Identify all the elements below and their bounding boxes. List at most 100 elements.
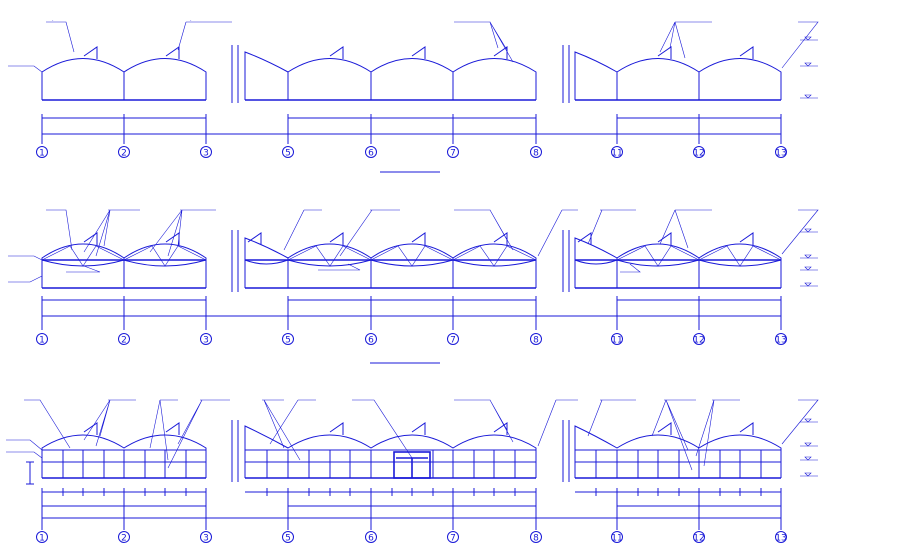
roof-vent	[493, 232, 508, 245]
axis-bubble: 11	[611, 531, 623, 544]
roof-vent	[739, 422, 754, 435]
axis-bubble: 2	[118, 146, 130, 159]
roof-profile-middle	[244, 425, 537, 478]
elevation-drawing-2: 1 2 3 5 6 7 8 11 12 13	[8, 209, 819, 364]
grid-axis-row: 1 2 3 5 6 7 8 11 12 13	[36, 531, 787, 544]
svg-text:7: 7	[450, 149, 456, 159]
svg-text:6: 6	[368, 149, 374, 159]
svg-text:12: 12	[693, 149, 704, 159]
annotation-leaders	[8, 209, 819, 283]
axis-bubble: 1	[36, 531, 48, 544]
roof-vent	[83, 46, 98, 59]
svg-text:13: 13	[775, 336, 786, 346]
axis-bubble: 12	[693, 146, 705, 159]
axis-bubble: 7	[447, 333, 459, 346]
roof-vent	[329, 46, 344, 59]
roof-vent	[411, 46, 426, 59]
svg-text:11: 11	[611, 534, 622, 544]
axis-bubble: 7	[447, 146, 459, 159]
axis-bubble: 1	[36, 333, 48, 346]
roof-vent	[329, 232, 344, 245]
annotation-leaders	[8, 21, 819, 73]
svg-text:12: 12	[693, 534, 704, 544]
svg-text:8: 8	[533, 534, 539, 544]
roof-vent	[329, 422, 344, 435]
svg-text:.: .	[52, 17, 54, 23]
dimension-lines	[41, 488, 782, 530]
roof-vent	[577, 232, 592, 245]
axis-bubble: 6	[365, 531, 377, 544]
elevation-drawing-1: .. 1 2 3	[8, 17, 819, 173]
axis-bubble: 12	[693, 333, 705, 346]
svg-text:1: 1	[39, 534, 45, 544]
height-dimension	[26, 461, 34, 485]
roof-vent	[83, 232, 98, 245]
axis-bubble: 11	[611, 333, 623, 346]
dimension-lines	[41, 296, 782, 330]
roof-vent	[411, 422, 426, 435]
svg-text:6: 6	[368, 336, 374, 346]
break-marks	[231, 230, 570, 292]
roof-vent	[657, 422, 672, 435]
roof-vent	[493, 46, 508, 59]
roof-profile-middle	[244, 51, 537, 100]
roof-vent	[739, 46, 754, 59]
axis-bubble: 2	[118, 531, 130, 544]
break-marks	[231, 420, 570, 482]
svg-text:2: 2	[121, 534, 127, 544]
axis-bubble: 3	[200, 146, 212, 159]
roof-vent	[165, 422, 180, 435]
svg-text:5: 5	[285, 336, 291, 346]
axis-bubble: 3	[200, 333, 212, 346]
axis-bubble: 3	[200, 531, 212, 544]
roof-profile-right	[574, 51, 782, 100]
roof-vent	[657, 46, 672, 59]
roof-profile-right	[574, 425, 782, 478]
truss-web	[41, 245, 782, 267]
svg-text:7: 7	[450, 534, 456, 544]
svg-text:.: .	[190, 17, 192, 23]
roof-profile-right	[574, 237, 782, 288]
svg-text:3: 3	[203, 534, 209, 544]
grid-axis-row: 1 2 3 5 6 7 8 11 12 13	[36, 146, 787, 159]
roof-vent	[83, 422, 98, 435]
roof-profile-left	[41, 434, 207, 478]
level-marks	[800, 36, 818, 99]
posts	[123, 258, 700, 288]
level-marks	[800, 228, 818, 287]
grid-axis-row: 1 2 3 5 6 7 8 11 12 13	[36, 333, 787, 346]
axis-bubble: 7	[447, 531, 459, 544]
axis-bubble: 8	[530, 531, 542, 544]
annotation-leaders	[6, 399, 819, 471]
roof-vent	[739, 232, 754, 245]
break-marks	[231, 45, 570, 103]
svg-text:3: 3	[203, 149, 209, 159]
dimension-lines	[41, 114, 782, 144]
svg-text:13: 13	[775, 149, 786, 159]
axis-bubble: 5	[282, 531, 294, 544]
svg-text:3: 3	[203, 336, 209, 346]
elevation-drawing-3: 1 2 3 5 6 7 8 11 12 13	[6, 399, 819, 544]
svg-text:13: 13	[775, 534, 786, 544]
roof-vent	[493, 422, 508, 435]
svg-text:6: 6	[368, 534, 374, 544]
svg-text:2: 2	[121, 336, 127, 346]
svg-text:5: 5	[285, 534, 291, 544]
svg-text:8: 8	[533, 336, 539, 346]
axis-bubble: 8	[530, 333, 542, 346]
roof-vent	[165, 232, 180, 245]
roof-vent	[657, 232, 672, 245]
svg-text:12: 12	[693, 336, 704, 346]
axis-bubble: 6	[365, 146, 377, 159]
roof-vent	[411, 232, 426, 245]
svg-text:5: 5	[285, 149, 291, 159]
roof-vent	[165, 46, 180, 59]
svg-text:11: 11	[611, 336, 622, 346]
axis-bubble: 6	[365, 333, 377, 346]
wall-panel-grid	[42, 449, 781, 478]
axis-bubble: 2	[118, 333, 130, 346]
axis-bubble: 13	[775, 333, 787, 346]
svg-text:8: 8	[533, 149, 539, 159]
svg-text:1: 1	[39, 336, 45, 346]
